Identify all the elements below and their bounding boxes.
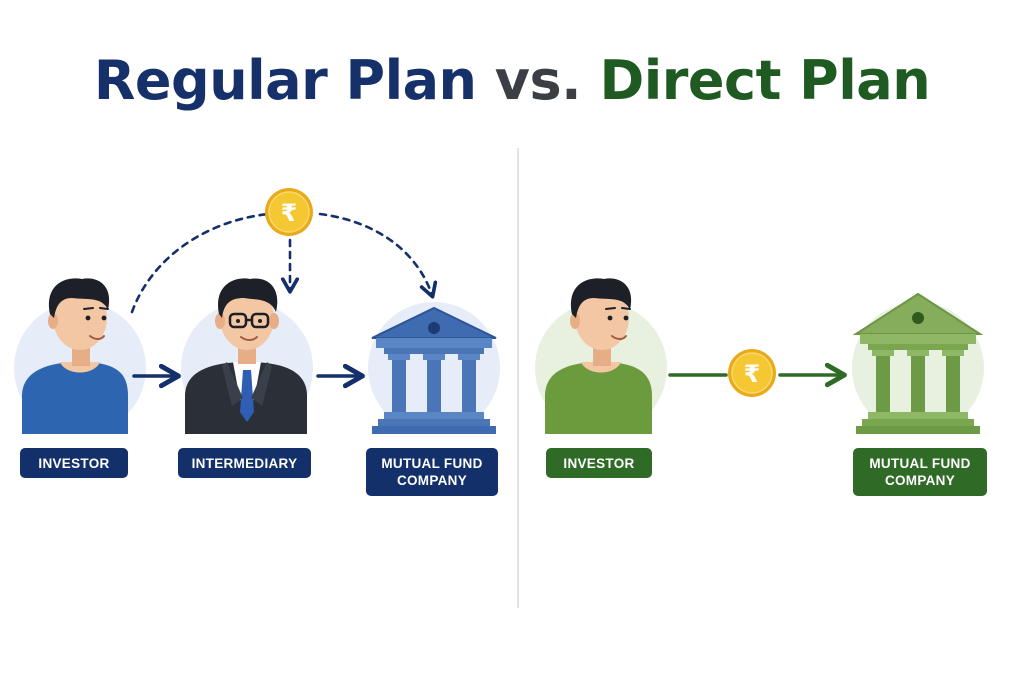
label-direct-investor: INVESTOR [546, 448, 652, 478]
label-regular-mutual-fund-company: MUTUAL FUND COMPANY [366, 448, 498, 496]
bank-building-icon [852, 292, 984, 434]
intermediary-businessman-icon [181, 278, 313, 434]
svg-text:₹: ₹ [744, 360, 761, 388]
title-vs: vs. [494, 49, 582, 112]
svg-text:₹: ₹ [281, 199, 298, 227]
label-direct-mutual-fund-company: MUTUAL FUND COMPANY [853, 448, 987, 496]
label-regular-investor: INVESTOR [20, 448, 128, 478]
bank-building-icon [368, 302, 500, 434]
title-regular-plan: Regular Plan [93, 49, 477, 112]
commission-arc-right [318, 212, 438, 299]
page-title: Regular Plan vs. Direct Plan [0, 46, 1024, 116]
rupee-coin-icon: ₹ [728, 349, 776, 397]
rupee-coin-icon: ₹ [265, 188, 313, 236]
section-divider [517, 148, 519, 608]
label-regular-intermediary: INTERMEDIARY [178, 448, 311, 478]
investor-person-icon [14, 278, 146, 434]
commission-arc-left [130, 212, 270, 314]
investor-person-icon [535, 278, 667, 434]
title-direct-plan: Direct Plan [599, 49, 931, 112]
